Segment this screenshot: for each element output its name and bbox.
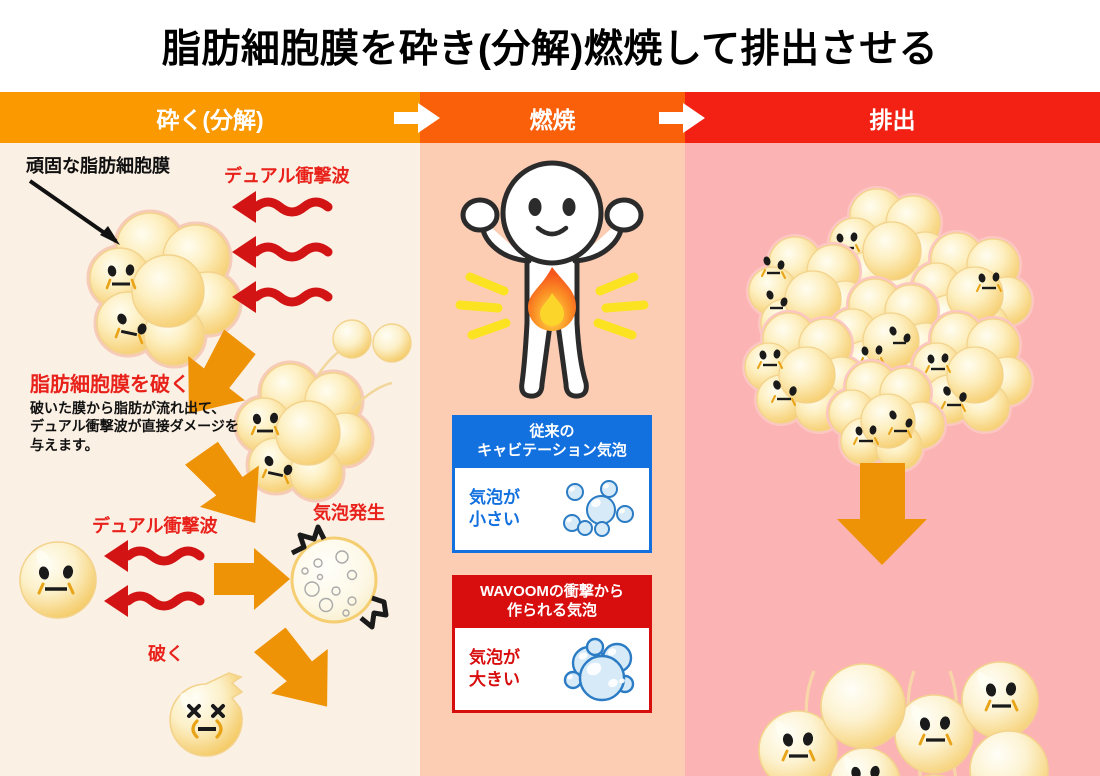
- label-dual-shockwave-bottom: デュアル衝撃波: [92, 516, 218, 536]
- label-stubborn-membrane: 頑固な脂肪細胞膜: [26, 156, 170, 176]
- single-fat-cell: [758, 710, 838, 776]
- heading-break-membrane: 脂肪細胞膜を破く: [30, 374, 190, 396]
- step-label-break: 砕く(分解): [156, 106, 264, 133]
- panel-burn: 従来の キャビテーション気泡 気泡が 小さい: [420, 143, 685, 776]
- burst-fat-cell: [169, 672, 244, 757]
- label-dual-shockwave-top: デュアル衝撃波: [224, 166, 350, 186]
- single-fat-cell: [961, 661, 1039, 739]
- single-fat-cell: [19, 541, 97, 619]
- single-fat-cell: [829, 747, 901, 776]
- down-left-arrow-icon: [185, 441, 259, 524]
- comparison-box-conventional: 従来の キャビテーション気泡 気泡が 小さい: [452, 415, 652, 554]
- fat-cell-face: [757, 349, 783, 369]
- comparison-box-wavoom: WAVOOMの衝撃から 作られる気泡 気泡が 大きい: [452, 575, 652, 714]
- person-face: [528, 198, 576, 216]
- flame-icon: [528, 267, 576, 331]
- fat-cell-cluster-intact: [86, 209, 243, 369]
- fat-cell-face: [105, 264, 137, 290]
- step-label-excrete: 排出: [869, 106, 916, 133]
- page-title: 脂肪細胞膜を砕き(分解)燃焼して排出させる: [161, 28, 939, 71]
- bubbling-fat-cell: [290, 524, 389, 630]
- person-smile: [535, 225, 569, 237]
- person-flexing-icon: [455, 160, 649, 399]
- fat-cell-face: [114, 313, 147, 345]
- comparison-heading-wavoom: WAVOOMの衝撃から 作られる気泡: [452, 575, 652, 629]
- single-fat-cell: [894, 694, 974, 774]
- fat-cell-face: [941, 386, 967, 412]
- fat-cell-face: [888, 410, 913, 438]
- step-header-burn: 燃焼: [420, 92, 685, 143]
- leaking-fat-droplets: [316, 319, 412, 410]
- radiance-icon: [455, 272, 649, 340]
- step-label-burn: 燃焼: [529, 106, 576, 133]
- fat-cell-face: [250, 412, 280, 436]
- down-arrow-icon: [837, 463, 927, 565]
- large-bubbles-icon: [551, 636, 649, 702]
- small-bubbles-icon: [551, 478, 649, 540]
- panel-excrete: [685, 143, 1100, 776]
- fat-cell-face: [37, 565, 75, 595]
- single-fat-cell: [820, 663, 906, 749]
- comparison-text-wavoom: 気泡が 大きい: [469, 648, 520, 690]
- fat-cell-face-dead: [187, 704, 225, 739]
- label-burst: 破く: [148, 644, 184, 664]
- fat-cell-face: [925, 353, 951, 373]
- free-fat-cells: [758, 661, 1049, 776]
- fat-cell-mass: [742, 186, 1034, 473]
- fat-cell-face: [976, 272, 1002, 292]
- body-break-membrane: 破いた膜から脂肪が流れ出て、 デュアル衝撃波が直接ダメージを 与えます。: [30, 400, 239, 453]
- fat-cell-face: [261, 455, 293, 485]
- right-arrow-icon: [659, 102, 705, 133]
- burst-mark-icon: [290, 524, 389, 630]
- pointer-arrow-icon: [28, 179, 120, 245]
- fat-cell-cluster-broken: [233, 319, 412, 503]
- right-arrow-icon: [394, 102, 440, 133]
- fat-cell-face: [761, 256, 786, 279]
- single-fat-cell: [969, 730, 1049, 776]
- break-panel-illustration: [19, 179, 412, 757]
- step-header-excrete: 排出: [685, 92, 1100, 143]
- dual-shockwave-top: [251, 197, 333, 307]
- label-bubble-generation: 気泡発生: [313, 503, 385, 523]
- process-step-band: 砕く(分解) 燃焼 排出: [0, 92, 1100, 143]
- fat-cell-face: [853, 425, 879, 445]
- fat-cell-face: [889, 326, 911, 345]
- comparison-heading-conventional: 従来の キャビテーション気泡: [452, 415, 652, 469]
- excrete-panel-illustration: [742, 186, 1049, 776]
- fat-cell-face: [771, 380, 797, 406]
- right-arrow-icon: [214, 548, 290, 610]
- down-left-arrow-icon: [253, 627, 328, 707]
- down-right-arrow-icon: [188, 329, 256, 414]
- step-header-break: 砕く(分解): [0, 92, 420, 143]
- dual-shockwave-bottom: [123, 546, 205, 611]
- comparison-text-conventional: 気泡が 小さい: [469, 488, 520, 530]
- panel-break: 頑固な脂肪細胞膜 デュアル衝撃波 脂肪細胞膜を破く 破いた膜から脂肪が流れ出て、…: [0, 143, 420, 776]
- fat-cell-face: [766, 290, 788, 310]
